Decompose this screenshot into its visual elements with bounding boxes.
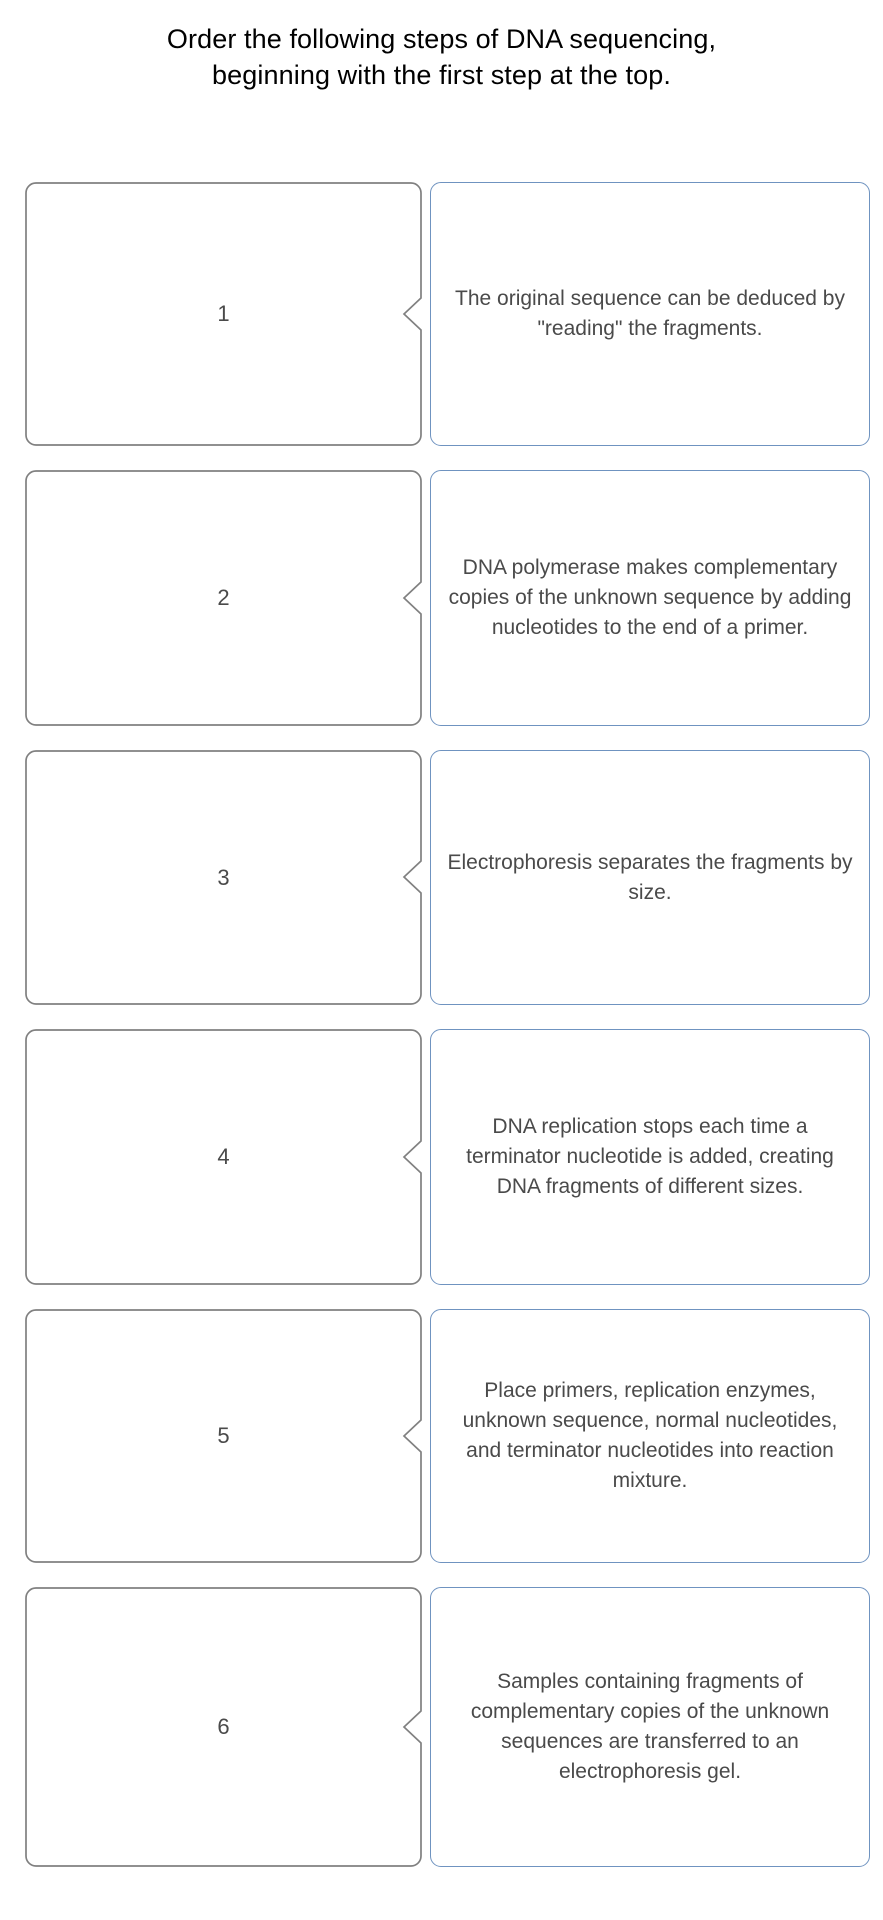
drop-slot-3[interactable]: 3	[25, 750, 422, 1005]
slot-number-label: 2	[217, 585, 230, 610]
slot-number-label: 5	[217, 1423, 230, 1448]
drop-slot-1[interactable]: 1	[25, 182, 422, 446]
ordering-row: 3 Electrophoresis separates the fragment…	[0, 750, 883, 1005]
slot-outline-chevron-icon	[25, 750, 422, 1005]
answer-card-text: DNA polymerase makes complementary copie…	[448, 556, 852, 639]
slot-outline-chevron-icon	[25, 182, 422, 446]
drop-slot-5[interactable]: 5	[25, 1309, 422, 1563]
ordering-row: 5 Place primers, replication enzymes, un…	[0, 1309, 883, 1563]
slot-number-label: 1	[217, 301, 230, 326]
answer-card-text: DNA replication stops each time a termin…	[466, 1115, 834, 1198]
ordering-row: 4 DNA replication stops each time a term…	[0, 1029, 883, 1285]
ordering-rows: 1 The original sequence can be deduced b…	[0, 182, 883, 1891]
ordering-row: 6 Samples containing fragments of comple…	[0, 1587, 883, 1867]
ordering-row: 1 The original sequence can be deduced b…	[0, 182, 883, 446]
answer-card-2[interactable]: DNA polymerase makes complementary copie…	[430, 470, 870, 726]
answer-card-5[interactable]: Place primers, replication enzymes, unkn…	[430, 1309, 870, 1563]
ordering-row: 2 DNA polymerase makes complementary cop…	[0, 470, 883, 726]
drop-slot-2[interactable]: 2	[25, 470, 422, 726]
slot-number-label: 3	[217, 864, 230, 890]
answer-card-1[interactable]: The original sequence can be deduced by …	[430, 182, 870, 446]
slot-outline-chevron-icon	[25, 1587, 422, 1867]
answer-card-text: Electrophoresis separates the fragments …	[447, 850, 853, 904]
answer-card-3[interactable]: Electrophoresis separates the fragments …	[430, 750, 870, 1005]
page-title: Order the following steps of DNA sequenc…	[0, 22, 883, 93]
drop-slot-6[interactable]: 6	[25, 1587, 422, 1867]
slot-outline-chevron-icon	[25, 1029, 422, 1285]
answer-card-4[interactable]: DNA replication stops each time a termin…	[430, 1029, 870, 1285]
slot-number-label: 6	[217, 1714, 230, 1739]
answer-card-text: Place primers, replication enzymes, unkn…	[462, 1379, 838, 1492]
slot-number-label: 4	[217, 1144, 230, 1169]
answer-card-6[interactable]: Samples containing fragments of compleme…	[430, 1587, 870, 1867]
slot-outline-chevron-icon	[25, 1309, 422, 1563]
slot-outline-chevron-icon	[25, 470, 422, 726]
page-title-line-1: Order the following steps of DNA sequenc…	[166, 24, 717, 54]
answer-card-text: The original sequence can be deduced by …	[455, 287, 845, 340]
answer-card-text: Samples containing fragments of compleme…	[470, 1670, 830, 1783]
page-title-line-2: beginning with the first step at the top…	[212, 59, 671, 90]
drop-slot-4[interactable]: 4	[25, 1029, 422, 1285]
